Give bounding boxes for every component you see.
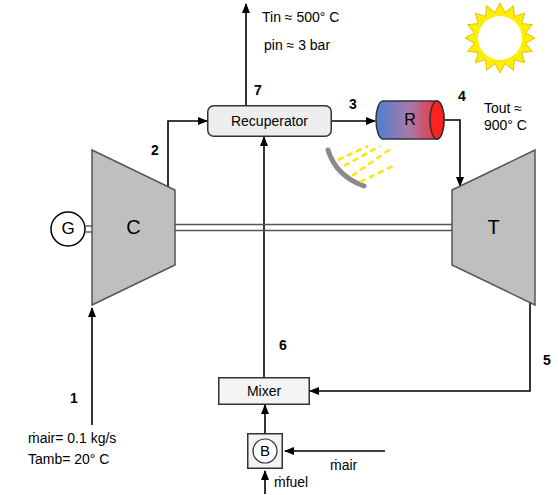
outlet-temperature: Tout ≈ 900° C — [484, 100, 550, 134]
inlet-arrow — [91, 308, 93, 425]
generator-outline — [51, 212, 85, 246]
callout-number: 5 — [543, 352, 551, 369]
node-label: T — [487, 216, 499, 239]
receiver-body — [376, 101, 444, 139]
callout-number: 2 — [151, 142, 159, 159]
callout-number: 3 — [349, 96, 357, 113]
shaft-line — [86, 225, 92, 226]
callout-number: 7 — [254, 82, 262, 99]
burner-outline — [248, 434, 283, 469]
burner-circle — [253, 439, 277, 463]
flow-arrow — [310, 303, 530, 391]
shaft-line — [175, 224, 452, 225]
recuperator-box: Recuperator — [207, 105, 332, 137]
flow-arrow — [332, 121, 375, 122]
flow-line — [445, 120, 460, 186]
shaft-line — [175, 230, 452, 231]
compressor-shape: C — [92, 150, 175, 305]
turbine-shape: T — [452, 150, 535, 305]
node-label: G — [61, 219, 74, 239]
flow-line — [310, 303, 530, 391]
shaft-line — [86, 231, 92, 232]
node-label: Mixer — [247, 383, 281, 399]
shaft-line — [86, 226, 92, 232]
air-inlet-arrow — [285, 450, 385, 452]
callout-number: 1 — [70, 390, 78, 407]
flow-arrow — [445, 120, 460, 186]
burner-box: B — [247, 433, 283, 469]
exhaust-arrow — [245, 4, 247, 105]
generator-circle: G — [50, 211, 86, 247]
sun-rays — [338, 146, 395, 182]
node-label: Recuperator — [231, 113, 308, 129]
flow-line — [332, 120, 375, 122]
ambient-temperature: Tamb= 20° C — [28, 451, 109, 468]
inlet-pressure: pin ≈ 3 bar — [264, 37, 330, 54]
callout-number: 6 — [279, 337, 287, 354]
shaft-line — [175, 225, 452, 231]
node-label: C — [126, 216, 140, 239]
flow-arrow — [265, 405, 266, 433]
inlet-temperature: Tin ≈ 500° C — [262, 9, 339, 26]
air-flow: ṁair= 0.1 kg/s — [28, 430, 116, 447]
node-label: B — [260, 442, 270, 459]
turbine-outline — [452, 150, 535, 305]
sun-symbol — [465, 3, 535, 73]
solar-dish — [328, 150, 364, 186]
air-flow: ṁair — [330, 457, 357, 474]
callout-number: 4 — [458, 88, 466, 105]
node-label: R — [404, 111, 416, 129]
compressor-outline — [92, 150, 175, 305]
flow-arrow — [168, 121, 207, 187]
receiver-cylinder: R — [375, 100, 445, 140]
fuel-flow: ṁfuel — [274, 474, 308, 491]
flow-line — [263, 137, 265, 377]
box-outline — [219, 378, 310, 405]
flow-line — [168, 121, 207, 187]
flow-arrow — [264, 137, 265, 377]
receiver-end — [430, 101, 444, 139]
fuel-inlet-arrow — [264, 471, 266, 494]
mixer-box: Mixer — [218, 377, 310, 405]
flow-line — [264, 405, 266, 433]
box-outline — [208, 106, 332, 137]
